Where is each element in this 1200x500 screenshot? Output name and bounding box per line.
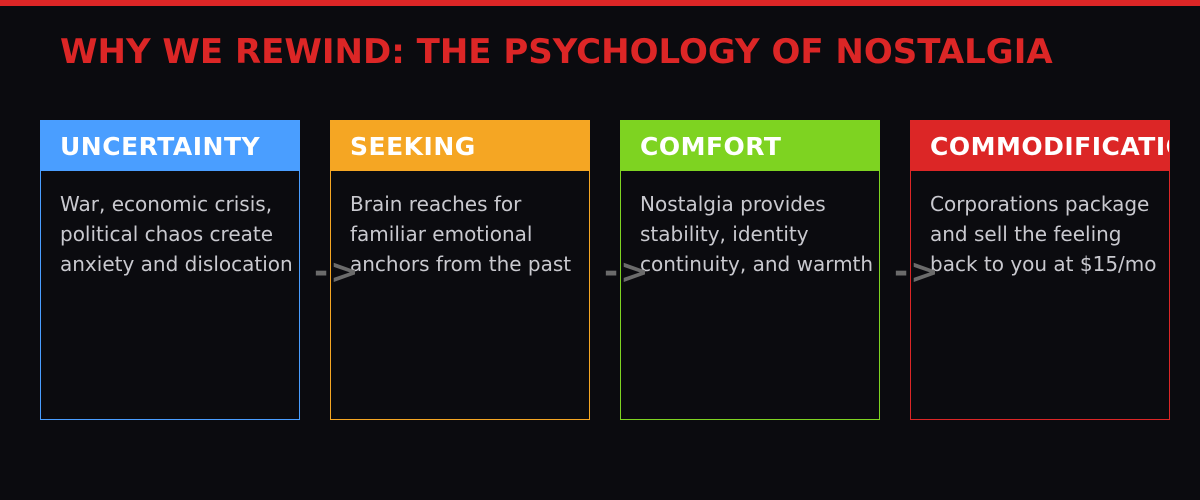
stage-label: COMMODIFICATION	[930, 132, 1169, 161]
top-accent-bar	[0, 0, 1200, 6]
stage-description: Nostalgia provides stability, identity c…	[640, 189, 873, 279]
stage-description-line: anchors from the past	[350, 252, 572, 276]
stage-description-line: Corporations package	[930, 192, 1150, 216]
stage-label: SEEKING	[350, 132, 476, 161]
stage-description-line: War, economic crisis,	[60, 192, 273, 216]
stage-label: COMFORT	[640, 132, 782, 161]
stage-description-line: political chaos create	[60, 222, 274, 246]
stage-description-line: anxiety and dislocation	[60, 252, 293, 276]
stage-description-line: continuity, and warmth	[640, 252, 874, 276]
arrow-connector: ->	[314, 252, 361, 292]
stage-description-line: back to you at $15/mo	[930, 252, 1157, 276]
stage-commodification: COMMODIFICATION Corporations package and…	[910, 120, 1170, 420]
stage-description-line: familiar emotional	[350, 222, 533, 246]
stage-description: War, economic crisis, political chaos cr…	[60, 189, 293, 279]
stage-description: Brain reaches for familiar emotional anc…	[350, 189, 571, 279]
stage-label: UNCERTAINTY	[60, 132, 261, 161]
stage-header: UNCERTAINTY	[41, 121, 299, 171]
stage-seeking: SEEKING Brain reaches for familiar emoti…	[330, 120, 590, 420]
stage-header: COMMODIFICATION	[911, 121, 1169, 171]
stage-uncertainty: UNCERTAINTY War, economic crisis, politi…	[40, 120, 300, 420]
stage-comfort: COMFORT Nostalgia provides stability, id…	[620, 120, 880, 420]
stage-description-line: Nostalgia provides	[640, 192, 826, 216]
stage-description-line: and sell the feeling	[930, 222, 1122, 246]
stage-header: COMFORT	[621, 121, 879, 171]
arrow-connector: ->	[894, 252, 941, 292]
stage-description-line: stability, identity	[640, 222, 809, 246]
stage-description: Corporations package and sell the feelin…	[930, 189, 1157, 279]
arrow-connector: ->	[604, 252, 651, 292]
page-title: WHY WE REWIND: THE PSYCHOLOGY OF NOSTALG…	[60, 32, 1053, 72]
stage-description-line: Brain reaches for	[350, 192, 522, 216]
stage-header: SEEKING	[331, 121, 589, 171]
